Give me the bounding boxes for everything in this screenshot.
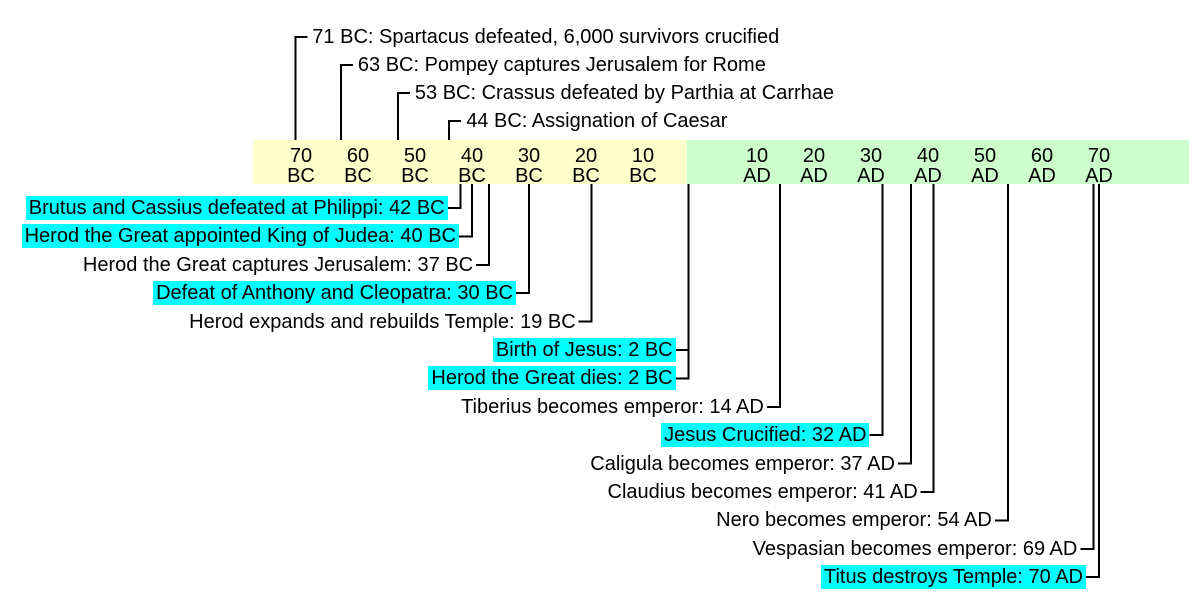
- connector-line: [459, 184, 473, 238]
- axis-year-value: 60: [346, 145, 370, 167]
- axis-era-value: BC: [629, 165, 657, 187]
- connector-line: [396, 92, 410, 140]
- event-label: Herod the Great appointed King of Judea:…: [21, 223, 459, 249]
- axis-era-value: BC: [458, 165, 486, 187]
- connector-line: [675, 184, 690, 380]
- event-text: Herod expands and rebuilds Temple: 19 BC: [189, 310, 576, 333]
- bc-era-bar-segment: [253, 140, 687, 184]
- connector-line: [1080, 184, 1095, 550]
- axis-year-value: 20: [574, 145, 598, 167]
- axis-era-value: AD: [857, 165, 885, 187]
- axis-year-value: 60: [1030, 145, 1054, 167]
- event-text: Herod the Great captures Jerusalem: 37 B…: [82, 253, 474, 276]
- axis-year-value: 30: [859, 145, 883, 167]
- event-text: Tiberius becomes emperor: 14 AD: [461, 395, 764, 418]
- event-label: Claudius becomes emperor: 41 AD: [605, 479, 921, 505]
- event-label: Tiberius becomes emperor: 14 AD: [458, 394, 767, 420]
- event-label: 53 BC: Crassus defeated by Parthia at Ca…: [412, 80, 837, 106]
- axis-era-value: BC: [401, 165, 429, 187]
- event-text: Caligula becomes emperor: 37 AD: [590, 452, 895, 475]
- event-label: 71 BC: Spartacus defeated, 6,000 survivo…: [309, 24, 782, 50]
- axis-era-value: AD: [743, 165, 771, 187]
- event-text: Herod the Great appointed King of Judea:…: [21, 224, 459, 249]
- axis-year-value: 40: [916, 145, 940, 167]
- event-text: 44 BC: Assignation of Caesar: [466, 110, 728, 132]
- connector-line: [920, 184, 935, 493]
- axis-era-value: BC: [515, 165, 543, 187]
- event-label: Birth of Jesus: 2 BC: [492, 337, 676, 363]
- event-text: Titus destroys Temple: 70 AD: [820, 565, 1086, 590]
- axis-era-value: AD: [971, 165, 999, 187]
- event-label: 44 BC: Assignation of Caesar: [463, 108, 730, 134]
- event-text: Herod the Great dies: 2 BC: [428, 366, 676, 391]
- event-label: Herod expands and rebuilds Temple: 19 BC: [186, 309, 579, 335]
- event-text: Nero becomes emperor: 54 AD: [716, 509, 992, 532]
- connector-line: [516, 184, 530, 295]
- axis-era-value: BC: [572, 165, 600, 187]
- event-text: Jesus Crucified: 32 AD: [661, 423, 870, 448]
- event-text: Claudius becomes emperor: 41 AD: [607, 481, 918, 503]
- axis-year-value: 20: [802, 145, 826, 167]
- connector-line: [294, 36, 308, 140]
- event-label: Titus destroys Temple: 70 AD: [820, 564, 1086, 590]
- ad-era-bar-segment: [687, 140, 1189, 184]
- connector-line: [447, 184, 462, 209]
- axis-era-value: BC: [344, 165, 372, 187]
- event-text: Defeat of Anthony and Cleopatra: 30 BC: [153, 281, 516, 306]
- axis-era-value: AD: [1085, 165, 1113, 187]
- connector-line: [448, 120, 462, 140]
- axis-era-value: AD: [914, 165, 942, 187]
- connector-line: [476, 184, 491, 266]
- connector-line: [339, 64, 353, 140]
- axis-year-value: 50: [403, 145, 427, 167]
- event-label: Caligula becomes emperor: 37 AD: [587, 451, 898, 477]
- connector-line: [897, 184, 912, 465]
- event-text: 63 BC: Pompey captures Jerusalem for Rom…: [357, 54, 766, 76]
- event-text: Vespasian becomes emperor: 69 AD: [752, 537, 1078, 560]
- axis-year-value: 10: [745, 145, 769, 167]
- connector-line: [578, 184, 593, 323]
- event-label: Nero becomes emperor: 54 AD: [713, 507, 995, 533]
- connector-line: [1086, 184, 1100, 579]
- event-label: Brutus and Cassius defeated at Philippi:…: [25, 195, 448, 221]
- axis-era-value: BC: [287, 165, 315, 187]
- axis-year-value: 50: [973, 145, 997, 167]
- axis-year-value: 40: [460, 145, 484, 167]
- event-label: Herod the Great dies: 2 BC: [428, 365, 676, 391]
- event-label: Vespasian becomes emperor: 69 AD: [750, 536, 1081, 562]
- connector-line: [869, 184, 884, 437]
- axis-year-value: 70: [1087, 145, 1111, 167]
- event-label: 63 BC: Pompey captures Jerusalem for Rom…: [355, 52, 769, 78]
- axis-era-value: AD: [800, 165, 828, 187]
- event-text: 71 BC: Spartacus defeated, 6,000 survivo…: [312, 26, 780, 48]
- event-label: Defeat of Anthony and Cleopatra: 30 BC: [153, 280, 516, 306]
- connector-line: [675, 184, 690, 351]
- event-label: Jesus Crucified: 32 AD: [661, 422, 870, 448]
- axis-year-value: 10: [631, 145, 655, 167]
- event-text: 53 BC: Crassus defeated by Parthia at Ca…: [414, 82, 835, 104]
- axis-era-value: AD: [1028, 165, 1056, 187]
- axis-year-value: 30: [517, 145, 541, 167]
- axis-year-value: 70: [289, 145, 313, 167]
- connector-line: [766, 184, 781, 408]
- event-text: Birth of Jesus: 2 BC: [492, 338, 676, 362]
- event-label: Herod the Great captures Jerusalem: 37 B…: [80, 252, 476, 278]
- event-text: Brutus and Cassius defeated at Philippi:…: [25, 196, 448, 220]
- connector-line: [994, 184, 1009, 522]
